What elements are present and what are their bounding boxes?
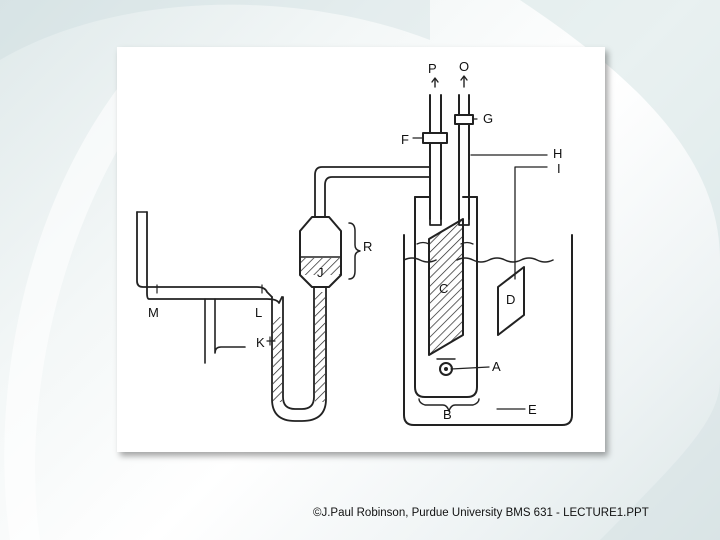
- tube-p: [429, 94, 442, 220]
- manometer-tube: [136, 211, 283, 304]
- label-o: O: [459, 59, 469, 74]
- apparatus-diagram: P O G F H I R J C D M L K A B E: [136, 59, 573, 426]
- label-l: L: [255, 305, 262, 320]
- electrode-c: [428, 218, 464, 356]
- outer-beaker-e: [403, 234, 573, 426]
- label-j: J: [317, 265, 324, 280]
- label-i: I: [557, 161, 561, 176]
- label-g: G: [483, 111, 493, 126]
- connecting-tube: [314, 166, 431, 218]
- label-k: K: [256, 335, 265, 350]
- label-m: M: [148, 305, 159, 320]
- footer-caption: ©J.Paul Robinson, Purdue University BMS …: [313, 507, 649, 519]
- apparatus-figure: P O G F H I R J C D M L K A B E: [117, 47, 605, 452]
- label-p: P: [428, 61, 437, 76]
- label-r: R: [363, 239, 372, 254]
- clamp-g: [454, 114, 474, 125]
- label-b: B: [443, 407, 452, 422]
- label-c: C: [439, 281, 448, 296]
- tube-o: [458, 94, 470, 220]
- liquid-surface: [403, 257, 554, 263]
- label-d: D: [506, 292, 515, 307]
- label-h: H: [553, 146, 562, 161]
- label-a: A: [492, 359, 501, 374]
- inner-vessel-b: [414, 196, 478, 398]
- label-e: E: [528, 402, 537, 417]
- u-tube: [271, 286, 327, 422]
- wire-i: [514, 166, 548, 280]
- stopcock-f: [422, 132, 448, 144]
- label-f: F: [401, 132, 409, 147]
- brace-r: [348, 222, 361, 280]
